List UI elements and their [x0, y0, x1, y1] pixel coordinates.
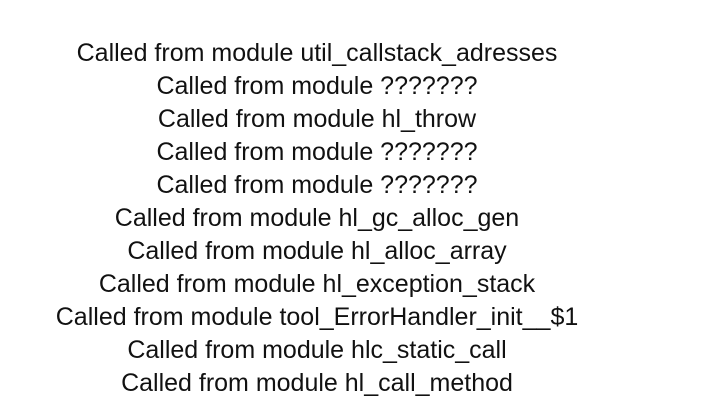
callstack-line: Called from module tool_ErrorHandler_ini… — [55, 303, 579, 331]
callstack-line: Called from module hlc_static_call — [127, 336, 507, 364]
callstack-line: Called from module hl_call_method — [121, 369, 513, 397]
callstack-line: Called from module util_callstack_adress… — [76, 39, 558, 67]
callstack-line: Called from module hl_alloc_array — [127, 237, 507, 265]
callstack-line: Called from module ??????? — [156, 138, 478, 166]
callstack-line: Called from module hl_throw — [157, 105, 477, 133]
callstack-line: Called from module hl_gc_alloc_gen — [114, 204, 520, 232]
callstack-line: Called from module hl_exception_stack — [98, 270, 536, 298]
callstack-line: Called from module ??????? — [156, 72, 478, 100]
callstack-list: Called from module util_callstack_adress… — [0, 37, 634, 400]
callstack-line: Called from module ??????? — [156, 171, 478, 199]
